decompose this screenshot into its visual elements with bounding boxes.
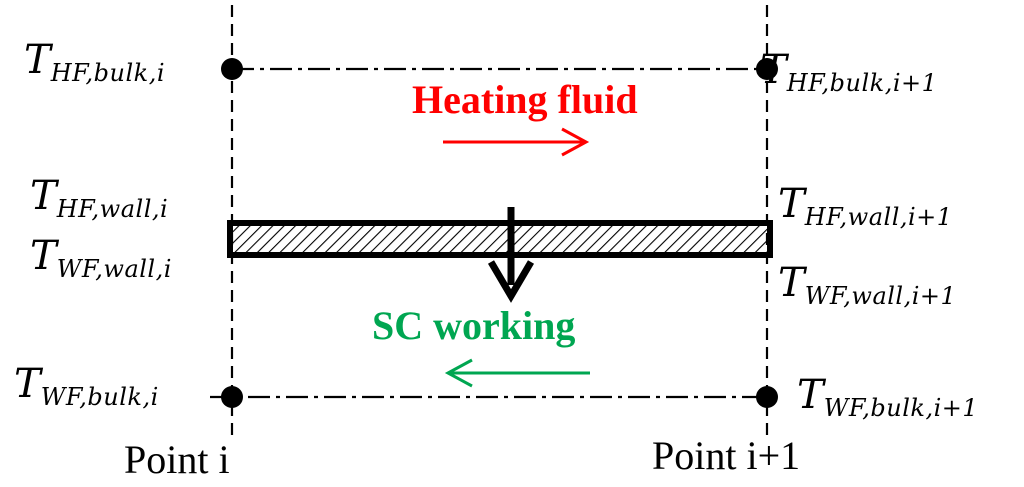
label-t-hf-bulk-i1: THF,bulk,i+1: [760, 47, 937, 95]
label-main: T: [14, 361, 41, 407]
heating-flow-arrow: [443, 127, 590, 157]
label-t-wf-bulk-i: TWF,bulk,i: [14, 361, 159, 409]
label-subscript: WF,wall,i+1: [804, 282, 957, 310]
label-t-wf-wall-i1: TWF,wall,i+1: [778, 260, 956, 308]
label-t-hf-wall-i: THF,wall,i: [30, 173, 168, 221]
node-hf-bulk-i1: [756, 58, 778, 80]
label-main: T: [797, 372, 824, 418]
label-subscript: HF,wall,i+1: [804, 203, 953, 231]
label-subscript: HF,bulk,i: [50, 59, 166, 87]
label-t-wf-wall-i: TWF,wall,i: [30, 233, 172, 281]
sc-working-label: SC working: [372, 303, 576, 348]
working-flow-arrow: [444, 358, 590, 388]
node-wf-bulk-i: [221, 386, 243, 408]
label-subscript: WF,wall,i: [56, 255, 172, 283]
point-i-caption: Point i: [124, 437, 230, 482]
label-main: T: [778, 260, 805, 306]
label-main: T: [30, 173, 57, 219]
label-subscript: HF,wall,i: [56, 195, 169, 223]
tube-wall: [227, 220, 773, 258]
label-main: T: [30, 233, 57, 279]
label-subscript: HF,bulk,i+1: [786, 69, 938, 97]
point-i1-caption: Point i+1: [652, 433, 801, 478]
heat-flux-arrow: [487, 207, 535, 303]
label-t-hf-bulk-i: THF,bulk,i: [24, 37, 165, 85]
heating-fluid-label: Heating fluid: [412, 77, 638, 122]
label-main: T: [760, 47, 787, 93]
label-t-wf-bulk-i1: TWF,bulk,i+1: [797, 372, 978, 420]
label-main: T: [24, 37, 51, 83]
node-wf-bulk-i1: [756, 386, 778, 408]
label-subscript: WF,bulk,i+1: [823, 394, 979, 422]
label-main: T: [778, 181, 805, 227]
label-t-hf-wall-i1: THF,wall,i+1: [778, 181, 953, 229]
node-hf-bulk-i: [221, 58, 243, 80]
label-subscript: WF,bulk,i: [40, 383, 159, 411]
